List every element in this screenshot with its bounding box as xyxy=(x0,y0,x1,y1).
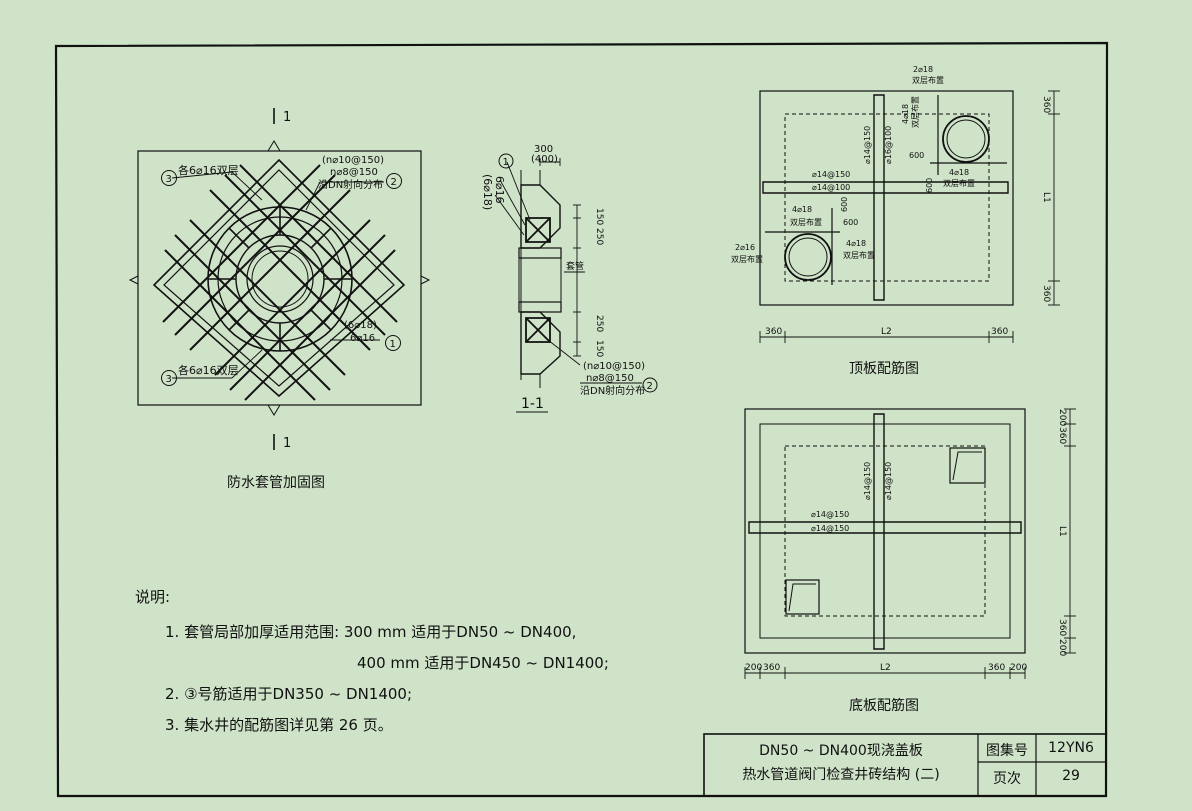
sleeve-label: 套管 xyxy=(566,260,584,272)
section-callout-1: 1 xyxy=(503,157,509,168)
bottom-dim-360-left: 360 xyxy=(763,663,780,673)
top-dim-360-right: 360 xyxy=(991,327,1008,337)
note-3: 3. 集水井的配筋图详见第 26 页。 xyxy=(165,716,393,734)
top-dim-360-top: 360 xyxy=(1041,96,1051,113)
bar-label-a: (6⌀18) xyxy=(344,320,377,331)
dim-250-bottom: 250 xyxy=(594,315,604,332)
dim-250-top: 250 xyxy=(594,228,604,245)
top-d14-100-h: ⌀14@100 xyxy=(812,183,850,192)
top-d14-150-h: ⌀14@150 xyxy=(812,170,850,179)
top-4d18-b: 4⌀18 xyxy=(792,205,812,214)
label-6d16-bottom: 各6⌀16双层 xyxy=(178,363,239,377)
top-4d18-a: 4⌀18 xyxy=(949,168,969,177)
bottom-d14-150-h1: ⌀14@150 xyxy=(811,510,849,519)
top-slab-labels: 2⌀18 双层布置 4⌀18 双层布置 600 4⌀18 双层布置 600 ⌀1… xyxy=(731,65,1051,377)
plan-caption: 防水套管加固图 xyxy=(227,475,325,491)
title-line-1: DN50 ~ DN400现浇盖板 xyxy=(759,743,923,759)
top-d16-100-v: ⌀16@100 xyxy=(884,126,893,164)
sleeve-reinforcement-plan xyxy=(128,108,431,450)
callout-1: 1 xyxy=(390,339,396,350)
top-4d18-v: 4⌀18 xyxy=(901,104,910,124)
top-double-b: 双层布置 xyxy=(790,217,822,227)
top-2d18: 2⌀18 xyxy=(913,65,933,74)
ring-label-b: n⌀8@150 xyxy=(330,167,378,178)
page-label: 页次 xyxy=(993,771,1021,787)
top-dim-360-bottom: 360 xyxy=(1041,285,1051,302)
top-600-b: 600 xyxy=(925,178,934,193)
bottom-dim-200-right: 200 xyxy=(1010,663,1027,673)
section-mark-top: 1 xyxy=(283,110,291,125)
callout-2: 2 xyxy=(391,177,397,188)
top-double-d: 双层布置 xyxy=(843,250,875,260)
bottom-d14-150-v1: ⌀14@150 xyxy=(863,462,872,500)
top-slab-caption: 顶板配筋图 xyxy=(849,360,919,377)
bottom-dim-200-left: 200 xyxy=(745,663,762,673)
title-block xyxy=(703,733,1107,797)
section-ring-a: (n⌀10@150) xyxy=(583,361,645,372)
section-bar-a: (6⌀18) xyxy=(481,174,494,210)
atlas-label: 图集号 xyxy=(986,743,1028,759)
top-d14-150-v: ⌀14@150 xyxy=(863,126,872,164)
section-ring-c: 沿DN射向分布 xyxy=(580,384,645,397)
top-600-c: 600 xyxy=(840,197,849,212)
dim-150-bottom: 150 xyxy=(594,340,604,357)
bottom-dim-360-top: 360 xyxy=(1057,427,1067,444)
note-2: 2. ③号筋适用于DN350 ~ DN1400; xyxy=(165,685,413,703)
dim-150-top: 150 xyxy=(594,208,604,225)
callout-3-bottom: 3 xyxy=(166,374,172,385)
section-callout-2: 2 xyxy=(647,381,653,392)
top-dim-L1: L1 xyxy=(1041,192,1051,203)
top-double-a: 双层布置 xyxy=(943,178,975,188)
top-double-c: 双层布置 xyxy=(731,254,763,264)
bottom-dim-200-bottom: 200 xyxy=(1057,639,1067,656)
section-1-1 xyxy=(494,153,658,413)
top-dim-L2: L2 xyxy=(881,327,892,337)
notes: 说明: 1. 套管局部加厚适用范围: 300 mm 适用于DN50 ~ DN40… xyxy=(135,586,655,741)
bottom-dim-L2: L2 xyxy=(880,663,891,673)
sleeve-plan-labels: 1 1 各6⌀16双层 各6⌀16双层 3 3 2 1 (n⌀10@150) n… xyxy=(166,110,397,491)
section-bar-b: 6⌀16 xyxy=(493,176,506,204)
dim-300: 300 xyxy=(534,144,553,155)
bottom-dim-360-right: 360 xyxy=(988,663,1005,673)
bottom-slab-reinforcement xyxy=(744,408,1076,679)
top-slab-reinforcement xyxy=(759,90,1060,343)
bottom-slab-caption: 底板配筋图 xyxy=(849,697,919,714)
bottom-dim-360-bottom: 360 xyxy=(1057,619,1067,636)
top-600-d: 600 xyxy=(843,218,858,227)
bar-label-b: 6⌀16 xyxy=(350,333,375,344)
section-caption: 1-1 xyxy=(521,396,544,412)
section-mark-bottom: 1 xyxy=(283,436,291,451)
section-ring-b: n⌀8@150 xyxy=(586,373,634,384)
ring-label-c: 沿DN射向分布 xyxy=(318,178,383,191)
dim-400: (400) xyxy=(531,154,558,165)
top-dim-360-left: 360 xyxy=(765,327,782,337)
top-600-a: 600 xyxy=(909,151,924,160)
notes-title: 说明: xyxy=(135,588,171,606)
title-line-2: 热水管道阀门检查井砖结构 (二) xyxy=(742,767,940,783)
bottom-d14-150-h2: ⌀14@150 xyxy=(811,524,849,533)
note-1: 1. 套管局部加厚适用范围: 300 mm 适用于DN50 ~ DN400, xyxy=(165,623,577,641)
ring-label-a: (n⌀10@150) xyxy=(322,155,384,166)
page-value: 29 xyxy=(1062,768,1080,784)
callout-3-top: 3 xyxy=(166,174,172,185)
note-1b: 400 mm 适用于DN450 ~ DN1400; xyxy=(357,654,609,672)
top-double-v: 双层布置 xyxy=(910,96,920,128)
label-6d16-top: 各6⌀16双层 xyxy=(178,163,239,177)
bottom-d14-150-v2: ⌀14@150 xyxy=(884,462,893,500)
section-labels: 300 (400) 1 2 (6⌀18) 6⌀16 150 250 250 15… xyxy=(481,144,653,412)
top-double-1: 双层布置 xyxy=(912,75,944,85)
top-4d18-c: 4⌀18 xyxy=(846,239,866,248)
bottom-slab-labels: ⌀14@150 ⌀14@150 ⌀14@150 ⌀14@150 200 360 … xyxy=(745,409,1067,714)
bottom-dim-200-top: 200 xyxy=(1057,409,1067,426)
atlas-value: 12YN6 xyxy=(1048,740,1094,756)
bottom-dim-L1: L1 xyxy=(1057,526,1067,537)
top-2d16: 2⌀16 xyxy=(735,243,755,252)
